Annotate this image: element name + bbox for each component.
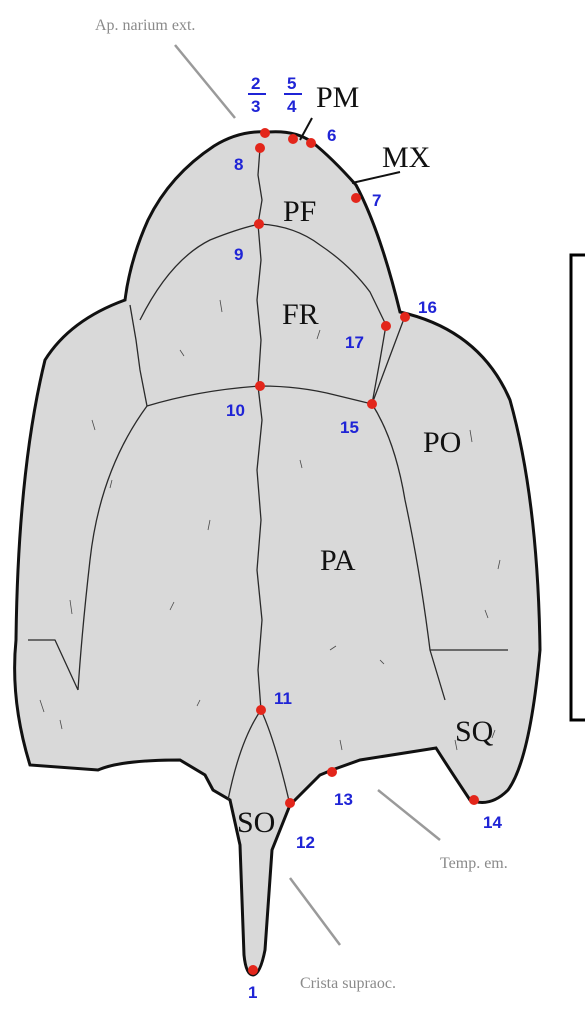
landmark-number-17: 17: [345, 333, 364, 352]
landmark-number-9: 9: [234, 245, 243, 264]
landmark-dot-12: [285, 798, 295, 808]
landmark-number-12: 12: [296, 833, 315, 852]
landmark-number-4: 4: [287, 97, 297, 116]
landmark-dot-13: [327, 767, 337, 777]
landmark-number-8: 8: [234, 155, 243, 174]
callout-narium: Ap. narium ext.: [95, 17, 195, 34]
landmark-dot-9: [254, 219, 264, 229]
landmark-dot-15: [367, 399, 377, 409]
region-label-mx: MX: [382, 141, 431, 174]
skull-outline: [15, 132, 540, 975]
landmark-dot-4-5: [288, 134, 298, 144]
region-label-sq: SQ: [455, 715, 494, 748]
landmark-number-6: 6: [327, 126, 336, 145]
region-label-fr: FR: [282, 298, 319, 331]
landmark-dot-17: [381, 321, 391, 331]
landmark-dot-2-3: [260, 128, 270, 138]
temp-leader: [378, 790, 440, 840]
landmark-number-1: 1: [248, 983, 257, 1002]
landmark-dot-14: [469, 795, 479, 805]
landmark-dot-1: [248, 965, 258, 975]
region-label-pm: PM: [316, 81, 359, 114]
side-panel-frame: [571, 255, 585, 720]
landmark-number-2: 2: [251, 74, 260, 93]
landmark-number-14: 14: [483, 813, 502, 832]
landmark-number-13: 13: [334, 790, 353, 809]
crista-leader: [290, 878, 340, 945]
region-label-pa: PA: [320, 544, 356, 577]
landmark-dot-6: [306, 138, 316, 148]
callout-crista: Crista supraoc.: [300, 975, 396, 992]
landmark-dot-8: [255, 143, 265, 153]
narium-leader: [175, 45, 235, 118]
landmark-dot-10: [255, 381, 265, 391]
landmark-number-11: 11: [274, 689, 292, 708]
region-label-po: PO: [423, 426, 461, 459]
landmark-dot-11: [256, 705, 266, 715]
landmark-number-5: 5: [287, 74, 296, 93]
landmark-dot-16: [400, 312, 410, 322]
landmark-dot-7: [351, 193, 361, 203]
landmark-number-10: 10: [226, 401, 245, 420]
callout-temp: Temp. em.: [440, 855, 508, 872]
region-label-pf: PF: [283, 195, 316, 228]
region-label-so: SO: [237, 806, 275, 839]
landmark-number-16: 16: [418, 298, 437, 317]
landmark-number-7: 7: [372, 191, 381, 210]
landmark-number-15: 15: [340, 418, 359, 437]
landmark-number-3: 3: [251, 97, 260, 116]
